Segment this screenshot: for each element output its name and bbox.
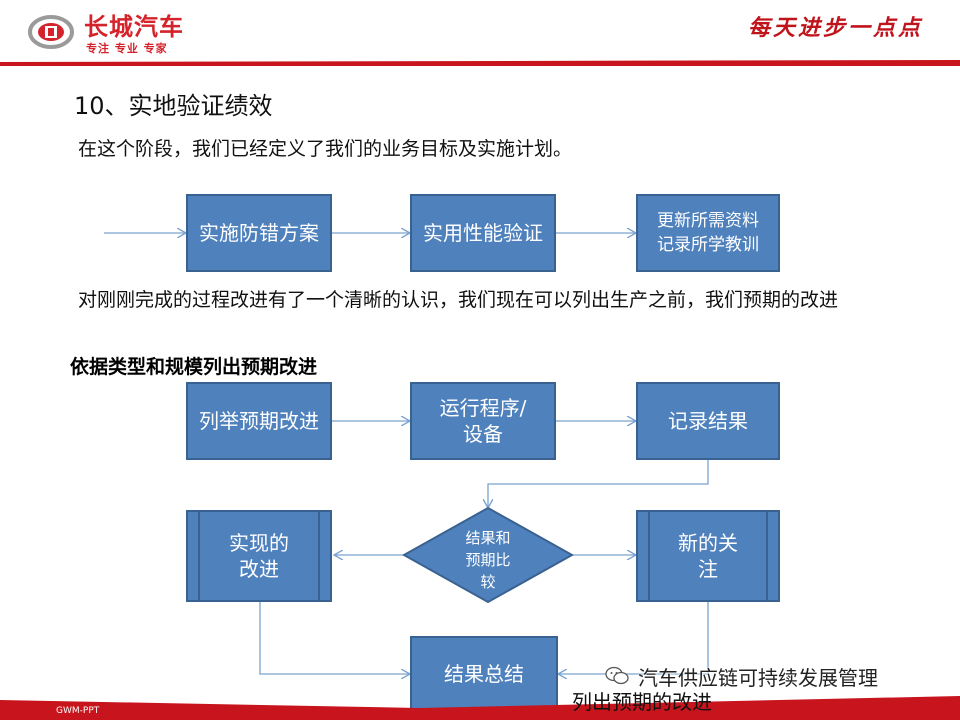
footer-tag: GWM-PPT — [56, 706, 100, 716]
great-wall-logo-icon — [28, 15, 74, 49]
step-update-records: 更新所需资料 记录所学教训 — [636, 194, 780, 272]
step-performance-validation: 实用性能验证 — [410, 194, 556, 272]
step-error-proofing: 实施防错方案 — [186, 194, 332, 272]
step-results-summary: 结果总结 — [410, 636, 558, 712]
arrow-realized-summary — [259, 602, 410, 674]
subheading: 依据类型和规模列出预期改进 — [70, 356, 318, 378]
step-list-improvements: 列举预期改进 — [186, 382, 332, 460]
section-title: 10、实地验证绩效 — [74, 92, 273, 120]
compare-diamond-label: 结果和 预期比 较 — [465, 529, 511, 591]
arrow-record-compare — [488, 460, 709, 508]
compare-diamond — [401, 506, 575, 604]
header-motto: 每天进步一点点 — [748, 15, 924, 41]
step-run-process: 运行程序/ 设备 — [410, 382, 556, 460]
middle-text: 对刚刚完成的过程改进有了一个清晰的认识，我们现在可以列出生产之前，我们预期的改进 — [78, 289, 839, 311]
step-realized-improvements: 实现的 改进 — [186, 510, 332, 602]
brand-slogan: 专注 专业 专家 — [86, 42, 168, 55]
watermark-text: 汽车供应链可持续发展管理 — [638, 666, 878, 690]
header-divider — [0, 60, 960, 66]
footer-band — [0, 696, 960, 720]
wechat-icon — [605, 666, 629, 685]
intro-text: 在这个阶段，我们已经定义了我们的业务目标及实施计划。 — [78, 138, 573, 160]
step-new-concerns: 新的关 注 — [636, 510, 780, 602]
brand-name: 长城汽车 — [84, 13, 184, 41]
bottom-caption: 列出预期的改进 — [572, 690, 712, 714]
step-record-results: 记录结果 — [636, 382, 780, 460]
